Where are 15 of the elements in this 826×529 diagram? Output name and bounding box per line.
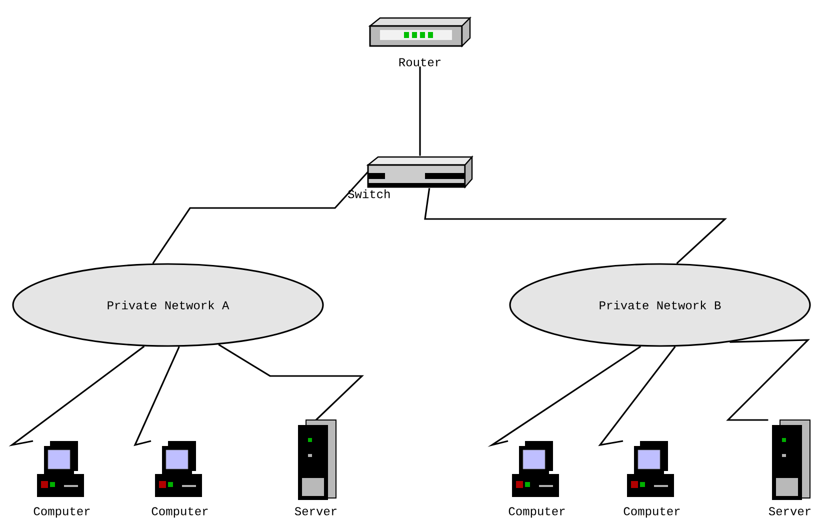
device-label: Computer <box>624 507 680 518</box>
network-cable <box>8 346 145 446</box>
network-cable <box>424 188 728 264</box>
network-cable <box>419 66 421 156</box>
device-label: Server <box>294 507 337 516</box>
device-label: Computer <box>508 507 565 518</box>
network-cable <box>726 339 810 421</box>
device-label: Server <box>768 507 811 516</box>
device-label: Switch <box>348 189 390 198</box>
network-cable <box>598 346 676 446</box>
network-cable <box>134 346 180 446</box>
device-label: Computer <box>152 507 208 518</box>
device-label: Computer <box>34 507 90 518</box>
device-label: Router <box>399 58 441 66</box>
network-cable <box>488 346 642 447</box>
